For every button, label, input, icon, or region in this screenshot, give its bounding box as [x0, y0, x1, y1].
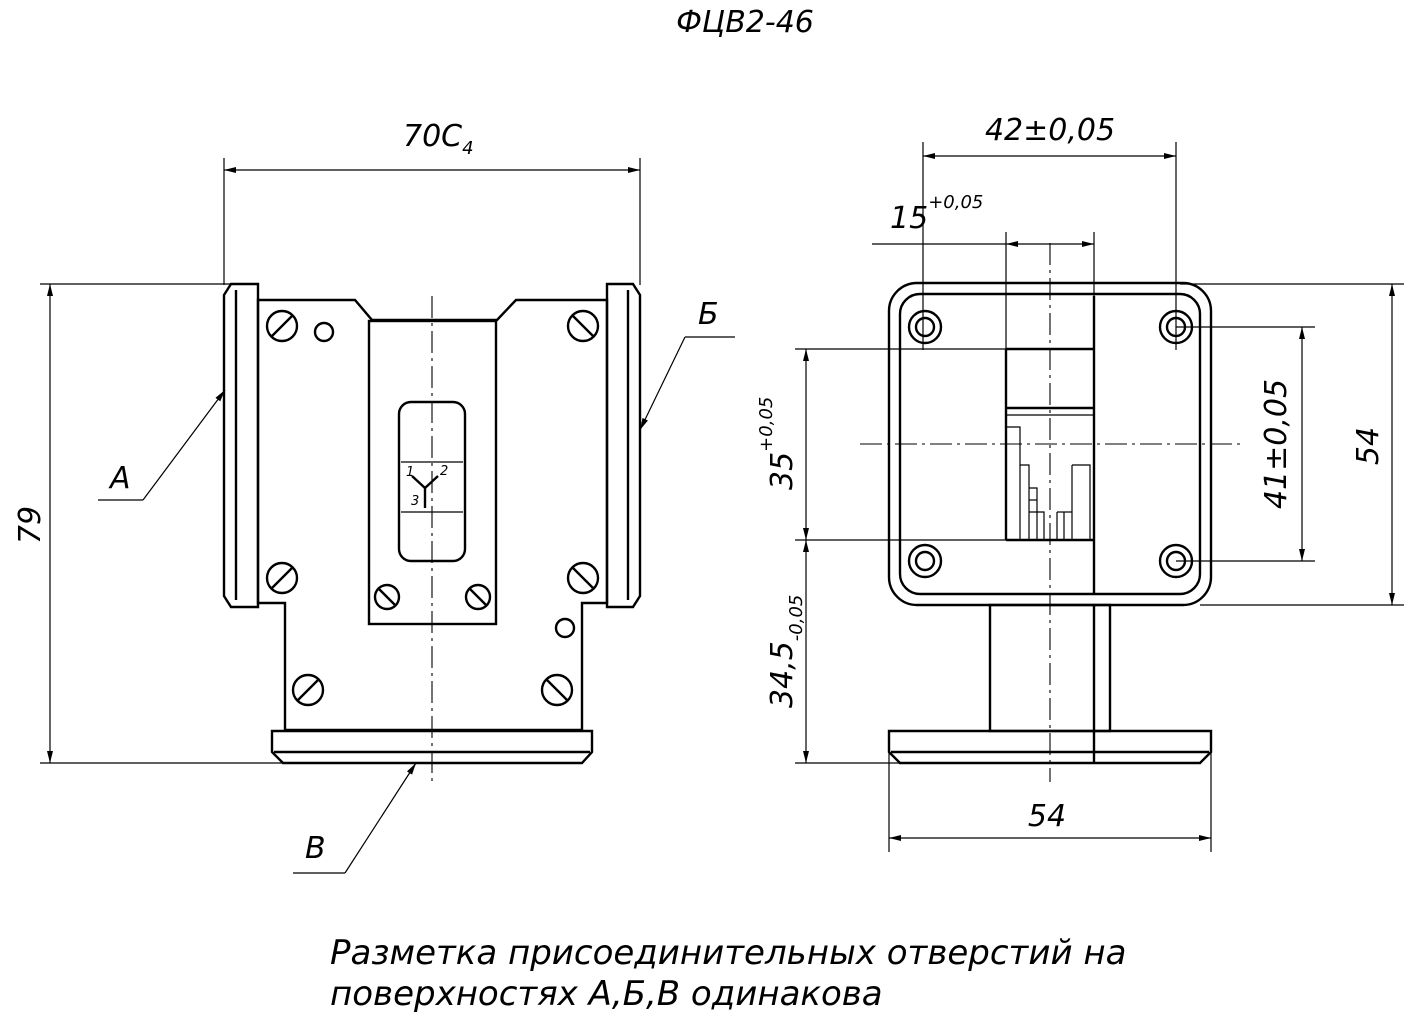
dim-54-bottom-label: 54	[1028, 799, 1066, 834]
mounting-hole-icon	[907, 543, 943, 579]
screw-icon	[540, 673, 574, 707]
waveguide-internals	[1004, 296, 1096, 595]
drawing-title: ФЦВ2-46	[676, 5, 814, 40]
front-view: 1 2 3 70С4 79 А Б В	[13, 119, 735, 874]
surface-label-v: В	[305, 831, 326, 866]
screw-icon	[566, 309, 600, 343]
mounting-hole-icon	[907, 309, 943, 345]
dim-42-label: 42±0,05	[985, 113, 1115, 148]
dim-54-right-label: 54	[1351, 427, 1386, 465]
port-label-3: 3	[411, 494, 419, 509]
note-line-2: поверхностях А,Б,В одинакова	[330, 974, 883, 1014]
left-flange	[222, 282, 260, 609]
right-flange	[605, 282, 642, 609]
screw-icon	[291, 673, 325, 707]
bottom-flange	[270, 729, 594, 765]
port-label-2: 2	[440, 464, 448, 479]
side-view: 42±0,05 15+0,05 41±0,05 54 35+0,05 34,5-…	[756, 113, 1404, 852]
screw-icons	[265, 309, 600, 707]
width-dimension-label: 70С4	[403, 119, 474, 159]
surface-label-a: А	[108, 461, 131, 496]
locating-pin	[313, 321, 335, 343]
screw-icon	[265, 561, 299, 595]
screw-icon	[373, 583, 401, 611]
screw-icon	[566, 561, 600, 595]
dim-15-label: 15+0,05	[890, 192, 983, 236]
dim-35-label: 35+0,05	[756, 397, 800, 490]
height-dimension-label: 79	[13, 506, 48, 544]
surface-label-b: Б	[698, 297, 719, 332]
leader-b	[639, 336, 686, 431]
note-line-1: Разметка присоединительных отверстий на	[330, 933, 1126, 973]
screw-icon	[265, 309, 299, 343]
port-label-1: 1	[406, 465, 414, 480]
dim-34-5-label: 34,5-0,05	[765, 595, 807, 708]
dim-41-label: 41±0,05	[1259, 379, 1294, 509]
leader-a	[142, 389, 226, 501]
screw-icon	[464, 583, 492, 611]
locating-pin	[554, 617, 576, 639]
leader-v	[344, 762, 417, 874]
